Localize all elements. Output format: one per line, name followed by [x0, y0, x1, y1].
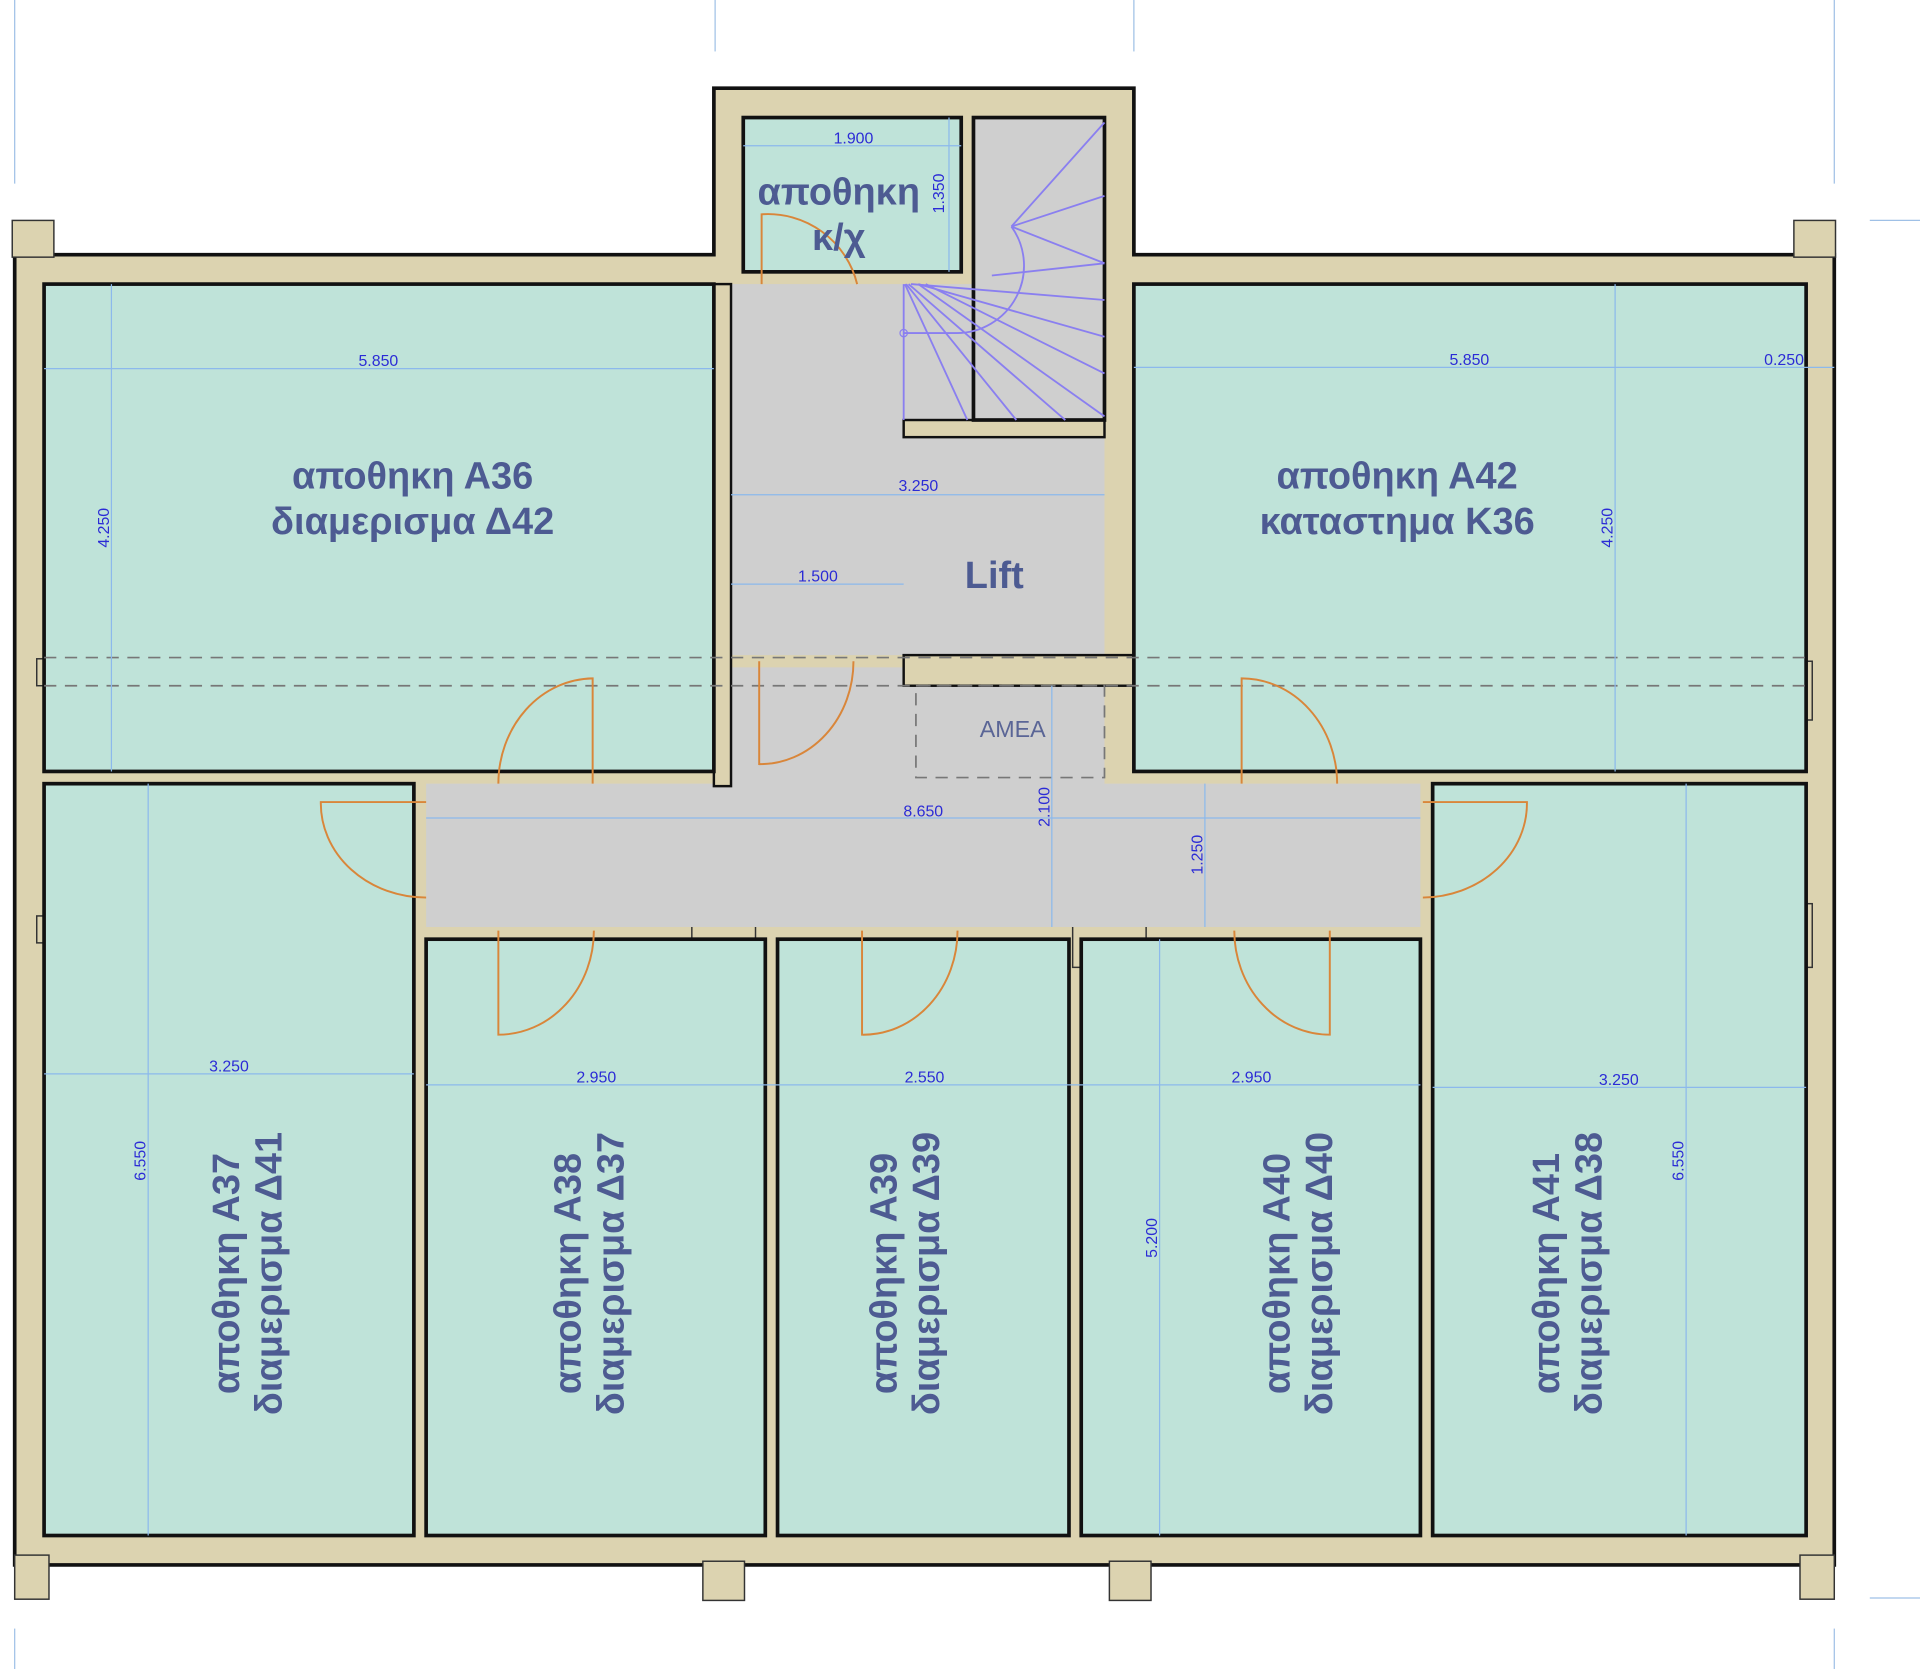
room-a41 — [1430, 781, 1808, 1538]
room-a38-label-1: αποθηκη Α38 — [547, 1153, 589, 1394]
dimension-labels: 1.900 1.350 5.850 5.850 0.250 4.250 4.25… — [96, 130, 1804, 1258]
dim-wall-right: 0.250 — [1764, 352, 1804, 369]
circulation-core — [426, 117, 1421, 927]
dim-a41-depth: 6.550 — [1671, 1141, 1688, 1181]
room-a42-label-1: αποθηκη Α42 — [1277, 456, 1518, 498]
dim-a42-width: 5.850 — [1449, 352, 1489, 369]
room-a37-label-2: διαμερισμα Δ41 — [249, 1132, 291, 1415]
room-a40 — [1079, 937, 1423, 1538]
grid-lines — [14, 0, 1920, 1669]
room-a40-label-1: αποθηκη Α40 — [1256, 1153, 1298, 1394]
room-kx — [741, 115, 964, 274]
room-a39-label-1: αποθηκη Α39 — [863, 1153, 905, 1394]
room-a42-label-2: καταστημα Κ36 — [1260, 501, 1535, 543]
room-a36-label-2: διαμερισμα Δ42 — [271, 501, 554, 543]
room-a36 — [42, 282, 716, 774]
dim-a36-width: 5.850 — [358, 353, 398, 370]
room-a36-label-1: αποθηκη Α36 — [292, 456, 533, 498]
dim-a37-width: 3.250 — [209, 1058, 249, 1075]
dim-a36-depth: 4.250 — [96, 508, 113, 548]
dim-kx-depth: 1.350 — [931, 173, 948, 213]
room-kx-label-2: κ/χ — [812, 217, 866, 259]
dim-lift-offset: 1.500 — [798, 569, 838, 586]
room-a40-label-2: διαμερισμα Δ40 — [1299, 1132, 1341, 1415]
room-a37-label-1: αποθηκη Α37 — [206, 1153, 248, 1394]
dim-a40-width: 2.950 — [1232, 1069, 1272, 1086]
dim-a42-depth: 4.250 — [1600, 508, 1617, 548]
dim-a39-width: 2.550 — [905, 1069, 945, 1086]
room-a37 — [42, 781, 416, 1538]
dim-a37-depth: 6.550 — [133, 1141, 150, 1181]
dim-corridor-length: 8.650 — [903, 804, 943, 821]
doors — [319, 213, 1528, 1036]
room-a38-label-2: διαμερισμα Δ37 — [590, 1132, 632, 1415]
room-a39-label-2: διαμερισμα Δ39 — [906, 1132, 948, 1415]
amea-zone — [915, 684, 1106, 779]
dim-kx-width: 1.900 — [834, 130, 874, 147]
dimension-lines — [44, 117, 1835, 1536]
room-labels: αποθηκη κ/χ αποθηκη Α36 διαμερισμα Δ42 α… — [206, 172, 1611, 1416]
dim-a38-width: 2.950 — [576, 1069, 616, 1086]
amea-label: AMEA — [980, 716, 1046, 742]
dim-a41-width: 3.250 — [1599, 1072, 1639, 1089]
room-a41-label-1: αποθηκη Α41 — [1526, 1153, 1568, 1394]
room-a39 — [775, 937, 1071, 1538]
lift-label: Lift — [965, 555, 1024, 597]
room-kx-label-1: αποθηκη — [758, 172, 920, 214]
room-a41-label-2: διαμερισμα Δ38 — [1569, 1132, 1611, 1415]
staircase — [899, 115, 1107, 422]
dim-a40-depth: 5.200 — [1144, 1218, 1161, 1258]
dim-core-width: 3.250 — [898, 478, 938, 495]
dim-amea-depth: 2.100 — [1036, 787, 1053, 827]
room-a42 — [1132, 282, 1808, 774]
structural-dashed-lines — [44, 656, 1807, 779]
room-a38 — [424, 937, 768, 1538]
dim-corridor-width: 1.250 — [1189, 835, 1206, 875]
